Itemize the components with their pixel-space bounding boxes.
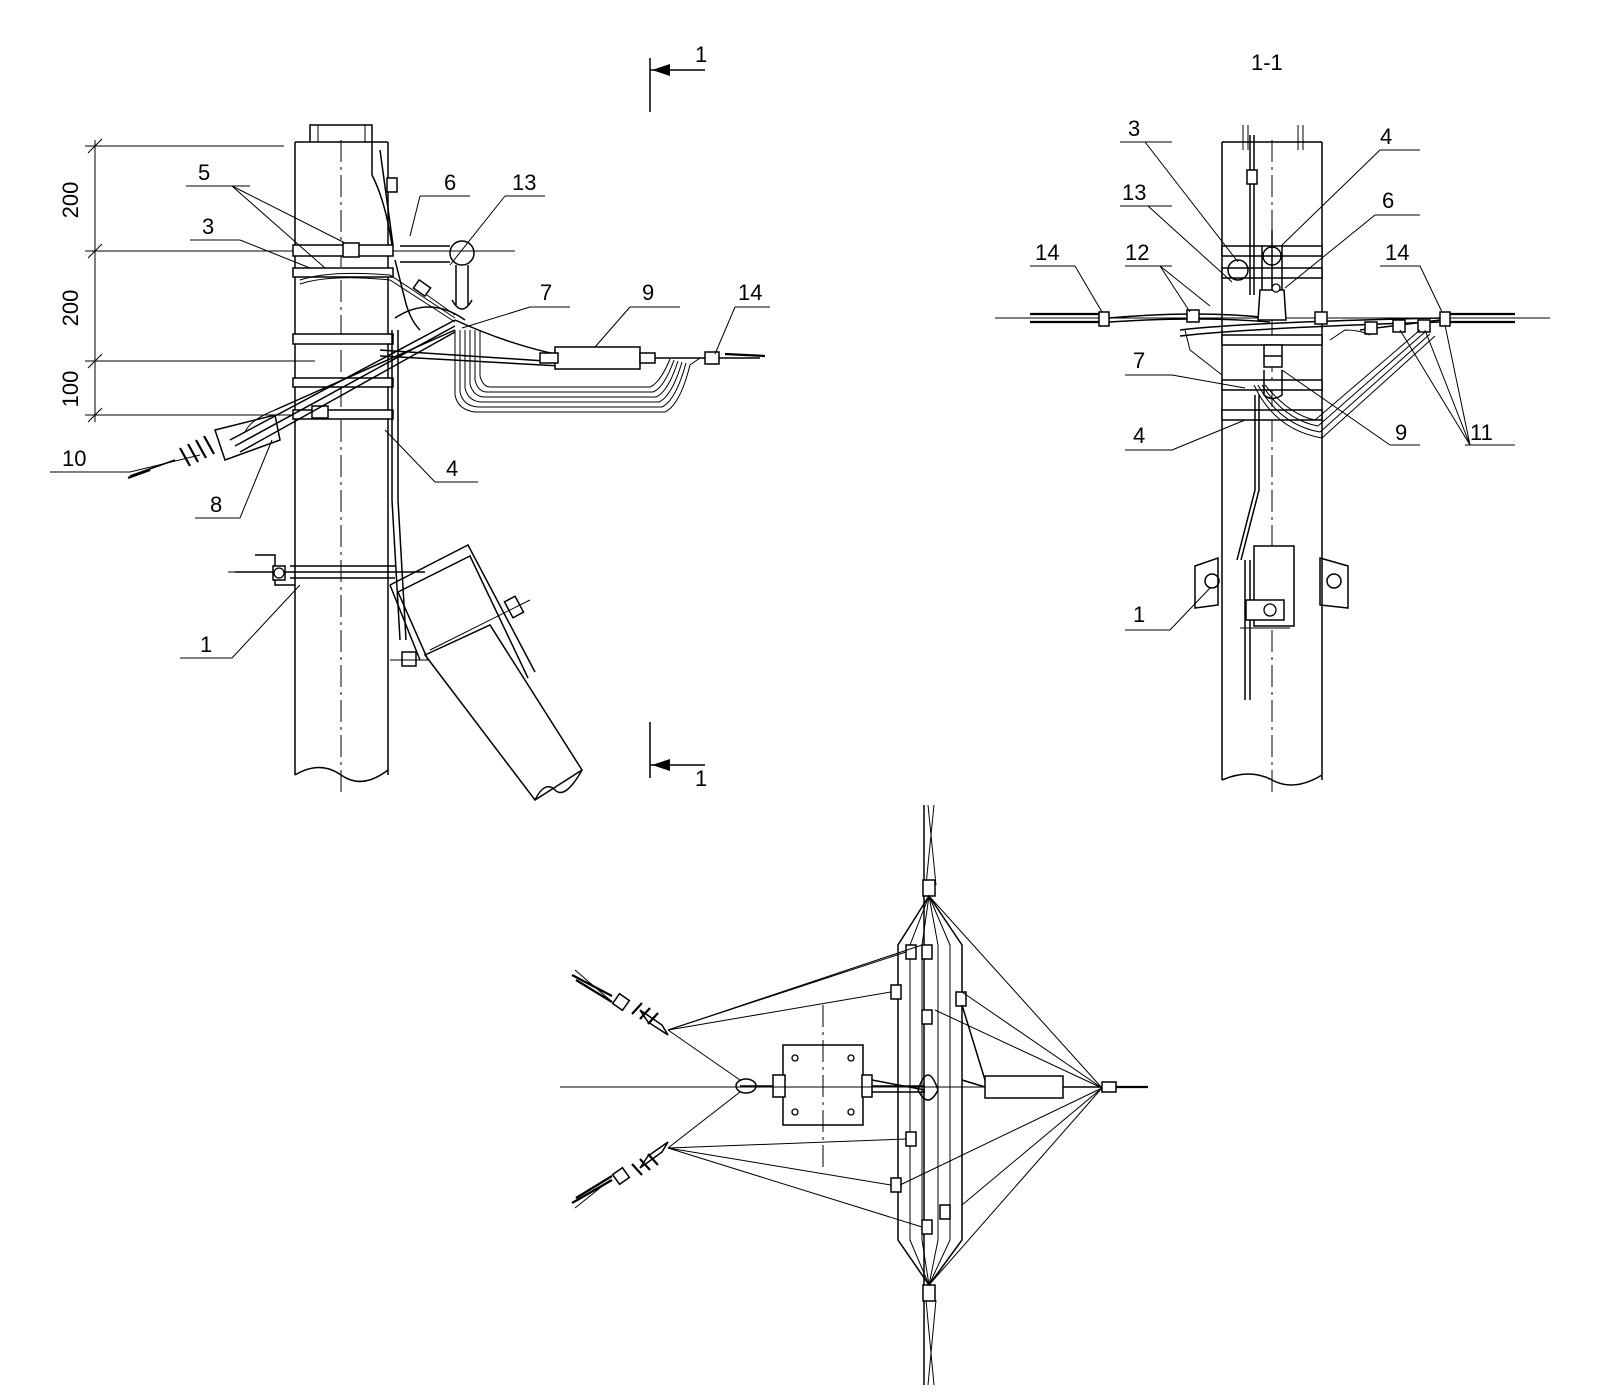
side-callout-11: 11 bbox=[1470, 420, 1493, 445]
front-labels: 200 200 100 5 3 6 13 7 9 14 10 8 4 1 1 1 bbox=[58, 42, 762, 791]
side-callout-3: 3 bbox=[1128, 116, 1140, 141]
side-callout-13: 13 bbox=[1122, 180, 1146, 205]
dim-200-mid: 200 bbox=[58, 290, 83, 327]
callout-8: 8 bbox=[210, 492, 222, 517]
section-marker-label-bottom: 1 bbox=[695, 766, 707, 791]
side-wires bbox=[995, 135, 1550, 700]
callout-1: 1 bbox=[200, 632, 212, 657]
side-callout-9: 9 bbox=[1395, 420, 1407, 445]
plan-fan-left-upper bbox=[571, 944, 923, 1081]
callout-4: 4 bbox=[446, 456, 458, 481]
side-callout-12: 12 bbox=[1125, 240, 1149, 265]
dim-200-top: 200 bbox=[58, 182, 83, 219]
side-callout-4-bottom: 4 bbox=[1133, 423, 1145, 448]
plan-view bbox=[560, 804, 1148, 1386]
hook-assembly bbox=[394, 240, 475, 321]
callout-3: 3 bbox=[202, 214, 214, 239]
plan-joint-wires bbox=[961, 1004, 1100, 1088]
plan-fan-left-lower bbox=[571, 1091, 923, 1228]
side-view: 1-1 bbox=[995, 50, 1550, 792]
plan-joint bbox=[984, 1075, 1064, 1099]
side-callout-4-top: 4 bbox=[1380, 124, 1392, 149]
section-marker-bottom bbox=[649, 722, 705, 778]
section-title: 1-1 bbox=[1251, 50, 1283, 75]
plan-loop bbox=[890, 804, 967, 1386]
side-callout-7: 7 bbox=[1133, 348, 1145, 373]
dim-100: 100 bbox=[58, 371, 83, 408]
plan-fan-right bbox=[899, 895, 1148, 1286]
front-leaders bbox=[50, 185, 770, 659]
section-marker-top bbox=[649, 58, 705, 112]
section-marker-label-top: 1 bbox=[695, 42, 707, 67]
pole-bands bbox=[292, 242, 394, 420]
mount-bracket bbox=[228, 543, 584, 802]
callout-6: 6 bbox=[444, 170, 456, 195]
side-labels: 3 4 13 6 14 12 14 7 9 11 4 1 bbox=[1035, 116, 1493, 627]
front-pole bbox=[294, 124, 389, 795]
callout-14: 14 bbox=[738, 280, 762, 305]
front-view: 200 200 100 5 3 6 13 7 9 14 10 8 4 1 1 1 bbox=[50, 42, 770, 802]
side-callout-1: 1 bbox=[1133, 602, 1145, 627]
insulator bbox=[127, 414, 281, 480]
front-wires bbox=[229, 142, 766, 641]
side-bracket bbox=[1194, 545, 1349, 629]
side-leaders bbox=[1030, 141, 1515, 631]
callout-10: 10 bbox=[62, 446, 86, 471]
plan-plate bbox=[560, 1005, 1000, 1170]
side-callout-14-right: 14 bbox=[1385, 240, 1409, 265]
side-callout-14-left: 14 bbox=[1035, 240, 1059, 265]
callout-9: 9 bbox=[642, 280, 654, 305]
callout-13: 13 bbox=[512, 170, 536, 195]
side-callout-6: 6 bbox=[1382, 188, 1394, 213]
side-pole bbox=[1221, 125, 1323, 792]
callout-7: 7 bbox=[540, 280, 552, 305]
callout-5: 5 bbox=[198, 160, 210, 185]
